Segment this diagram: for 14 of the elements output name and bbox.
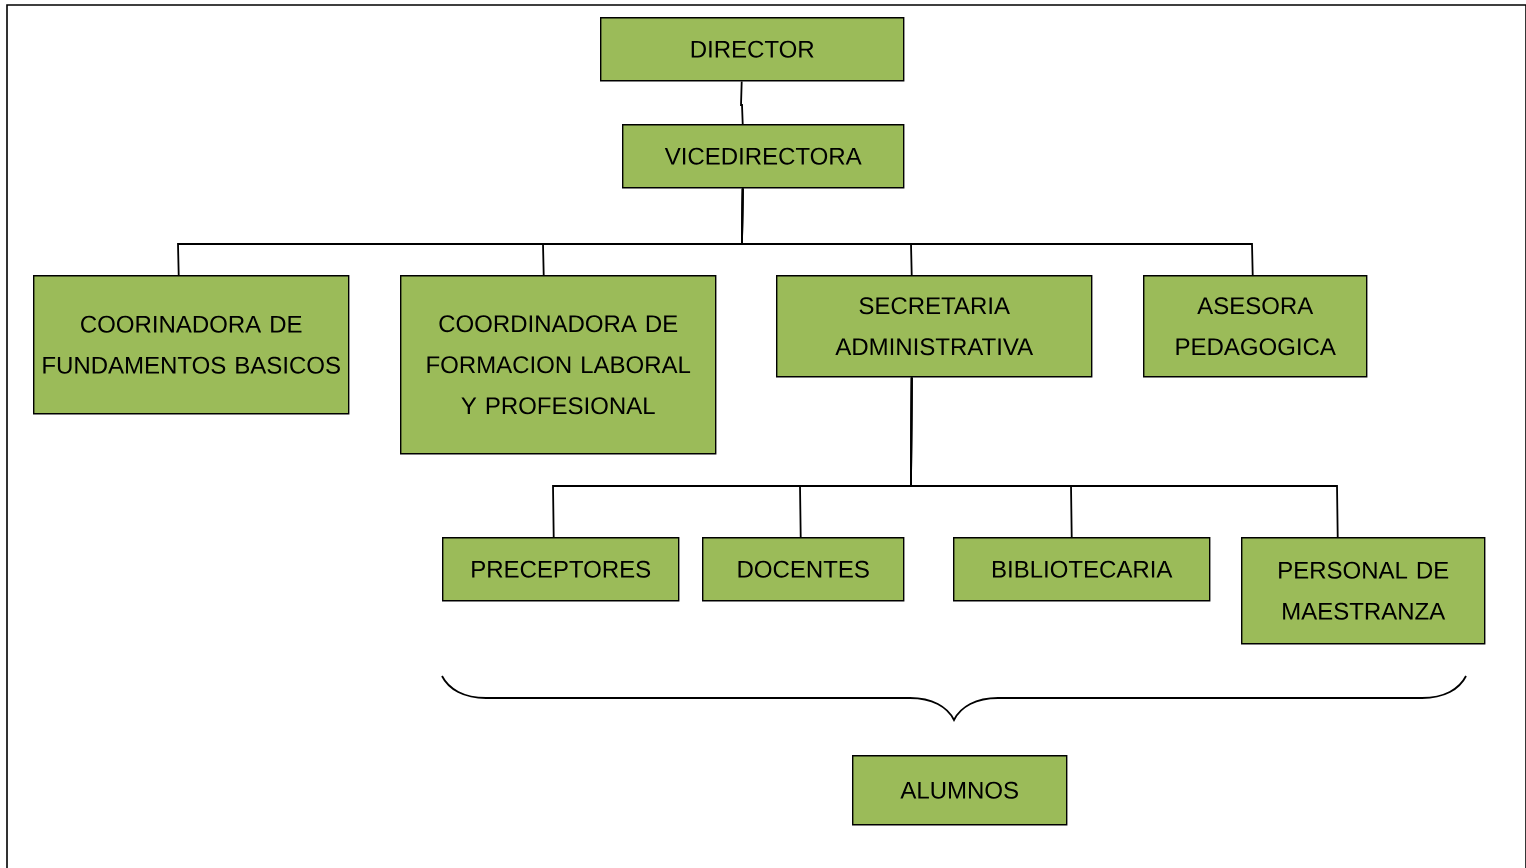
connector-line [740,80,744,125]
org-box: COORDINADORA DE FORMACION LABORAL Y PROFESIONAL [400,275,717,455]
org-box: ALUMNOS [852,755,1068,826]
org-box: ASESORA PEDAGOGICA [1143,275,1368,378]
org-box: PRECEPTORES [442,537,680,602]
org-box: BIBLIOTECARIA [953,537,1211,602]
org-box: PERSONAL DE MAESTRANZA [1241,537,1486,645]
org-box: DIRECTOR [600,17,905,82]
org-box: DOCENTES [702,537,905,602]
org-box: COORINADORA DE FUNDAMENTOS BASICOS [33,275,350,415]
org-box: SECRETARIA ADMINISTRATIVA [776,275,1093,378]
org-box: VICEDIRECTORA [622,124,905,189]
connector-line [910,376,1339,538]
connector-line [741,187,1254,276]
